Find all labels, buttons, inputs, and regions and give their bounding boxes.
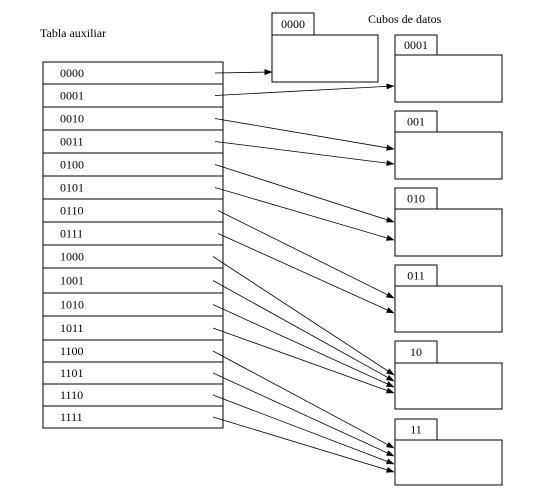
bucket-tab — [394, 264, 438, 287]
bucket-tab — [394, 34, 438, 56]
table-entry-label: 0010 — [60, 112, 84, 126]
bucket-tab — [271, 12, 315, 36]
table-row-0110: 0110 — [42, 198, 224, 223]
table-entry-label: 0110 — [60, 204, 84, 218]
bucket-label: 011 — [407, 269, 425, 283]
bucket-label: 10 — [410, 345, 422, 359]
arrow-0011-to-001 — [214, 141, 395, 167]
table-row-1000: 1000 — [42, 244, 224, 269]
arrow-1100-to-11 — [212, 350, 395, 449]
table-entry-label: 1001 — [60, 274, 84, 288]
bucket-body — [271, 34, 379, 83]
table-row-0011: 0011 — [42, 129, 224, 154]
table-row-0100: 0100 — [42, 152, 224, 177]
arrow-1111-to-11 — [212, 416, 395, 473]
arrow-0001-to-0001 — [214, 83, 395, 96]
table-cell — [42, 405, 224, 429]
table-row-0001: 0001 — [42, 83, 224, 108]
table-row-0111: 0111 — [42, 221, 224, 246]
bucket-body — [394, 362, 503, 410]
table-row-1110: 1110 — [42, 383, 224, 407]
bucket-body — [394, 131, 503, 180]
table-cell — [42, 267, 224, 294]
pointer-arrows — [212, 69, 395, 473]
bucket-tab — [394, 340, 438, 364]
table-entry-label: 1100 — [60, 344, 84, 358]
bucket-11: 11 — [394, 418, 503, 486]
table-row-1010: 1010 — [42, 292, 224, 317]
arrow-1011-to-10 — [212, 327, 395, 394]
bucket-010: 010 — [394, 187, 503, 257]
table-row-1100: 1100 — [42, 339, 224, 363]
buckets-title: Cubos de datos — [368, 12, 442, 26]
bucket-0001: 0001 — [394, 34, 503, 103]
arrow-0101-to-010 — [214, 187, 395, 241]
data-buckets: 0000 0001 001 010 011 10 11 — [271, 12, 503, 486]
table-entry-label: 0100 — [60, 158, 84, 172]
bucket-10: 10 — [394, 340, 503, 410]
table-entry-label: 0111 — [60, 227, 83, 241]
bucket-tab — [394, 418, 438, 441]
arrow-0110-to-011 — [217, 210, 395, 299]
table-entry-label: 1111 — [60, 410, 83, 424]
table-entry-label: 0000 — [60, 66, 84, 80]
bucket-body — [394, 439, 503, 486]
table-entry-label: 1010 — [60, 298, 84, 312]
bucket-label: 0001 — [404, 38, 428, 52]
table-entry-label: 1110 — [60, 388, 83, 402]
bucket-label: 001 — [407, 115, 425, 129]
bucket-001: 001 — [394, 110, 503, 180]
table-entry-label: 0011 — [60, 135, 84, 149]
bucket-label: 0000 — [281, 17, 305, 31]
table-entry-label: 1000 — [60, 250, 84, 264]
bucket-label: 11 — [410, 423, 422, 437]
table-row-0101: 0101 — [42, 175, 224, 200]
table-entry-label: 1101 — [60, 366, 84, 380]
arrow-0010-to-001 — [214, 118, 395, 151]
arrow-1101-to-11 — [212, 372, 395, 457]
table-title: Tabla auxiliar — [40, 26, 106, 40]
bucket-body — [394, 54, 503, 103]
arrow-1110-to-11 — [212, 394, 395, 465]
auxiliary-table: 0000 0001 0010 0011 0100 0101 0110 0111 1000 1001… — [42, 61, 224, 429]
bucket-label: 010 — [407, 192, 425, 206]
bucket-tab — [394, 187, 438, 210]
arrow-1000-to-10 — [212, 256, 395, 376]
table-entry-label: 0001 — [60, 89, 84, 103]
table-entry-label: 0101 — [60, 181, 84, 195]
arrow-1010-to-10 — [212, 304, 395, 388]
table-row-1101: 1101 — [42, 361, 224, 385]
table-row-1001: 1001 — [42, 267, 224, 294]
bucket-tab — [394, 110, 438, 133]
arrow-0100-to-010 — [214, 164, 395, 223]
arrow-1001-to-10 — [212, 280, 395, 382]
arrow-0000-to-0000 — [214, 69, 273, 76]
table-row-1011: 1011 — [42, 315, 224, 341]
table-row-1111: 1111 — [42, 405, 224, 429]
table-cell — [42, 315, 224, 341]
table-entry-label: 1011 — [60, 321, 84, 335]
bucket-body — [394, 208, 503, 257]
table-row-0010: 0010 — [42, 106, 224, 131]
bucket-0000: 0000 — [271, 12, 379, 83]
bucket-body — [394, 285, 503, 333]
arrow-0111-to-011 — [217, 233, 395, 314]
bucket-011: 011 — [394, 264, 503, 333]
table-row-0000: 0000 — [42, 61, 224, 85]
